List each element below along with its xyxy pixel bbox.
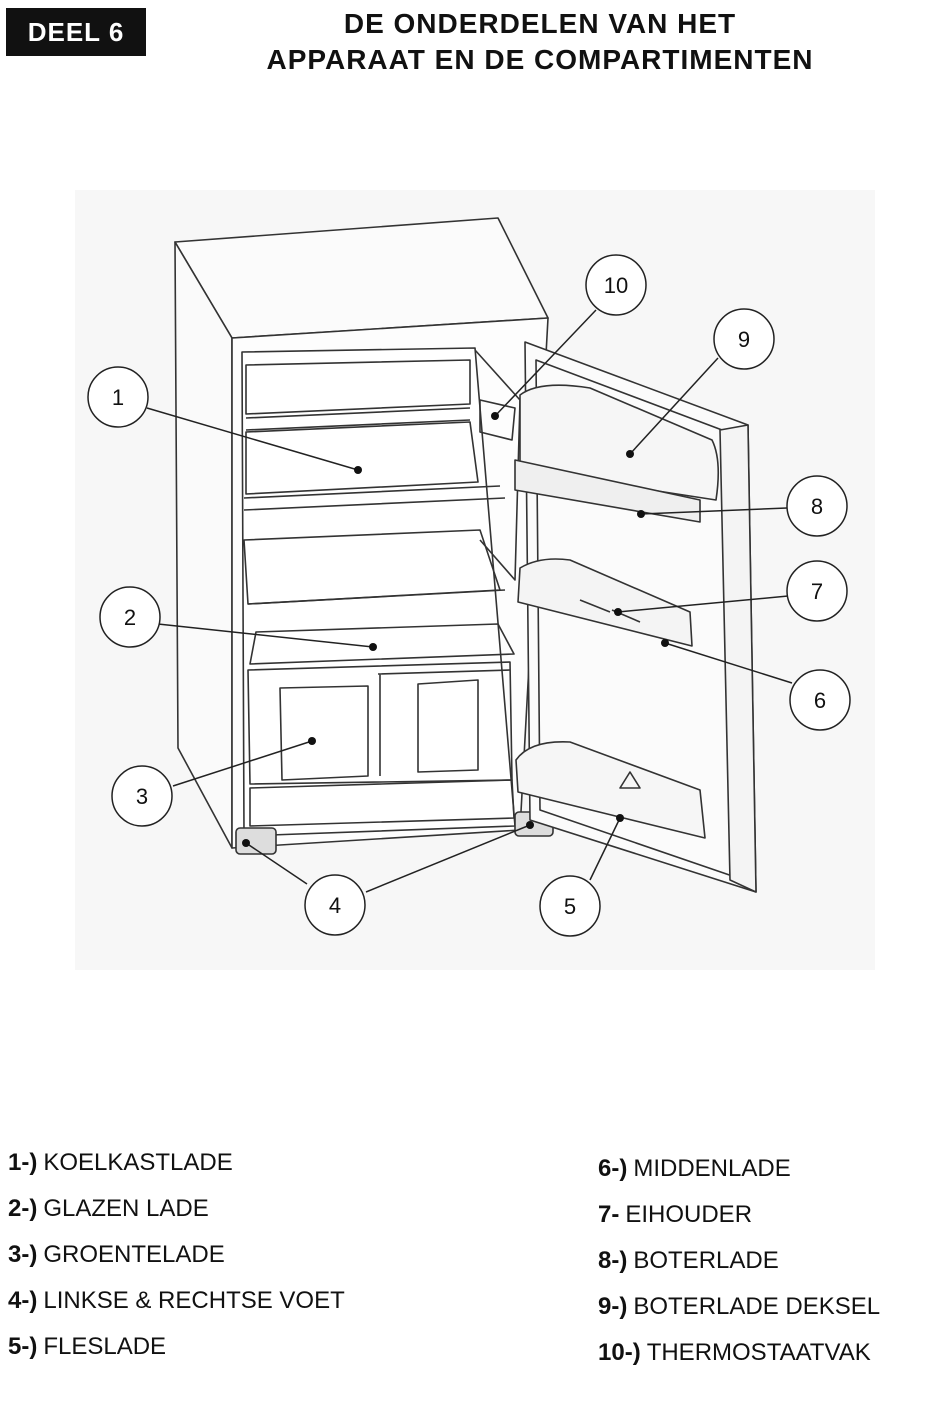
callout-label-3: 3 [136, 784, 148, 809]
legend-item: 1-)KOELKASTLADE [8, 1140, 345, 1186]
legend-label: LINKSE & RECHTSE VOET [43, 1287, 344, 1314]
legend-number: 9-) [598, 1293, 627, 1320]
legend-number: 4-) [8, 1287, 37, 1314]
legend-item: 4-)LINKSE & RECHTSE VOET [8, 1278, 345, 1324]
legend-left: 1-)KOELKASTLADE 2-)GLAZEN LADE 3-)GROENT… [8, 1140, 345, 1370]
page-title-line-1: DE ONDERDELEN VAN HET [210, 6, 870, 42]
legend-item: 5-)FLESLADE [8, 1324, 345, 1370]
legend-label: EIHOUDER [625, 1201, 752, 1228]
fridge-cabinet [175, 218, 553, 854]
legend-number: 3-) [8, 1241, 37, 1268]
callout-label-5: 5 [564, 894, 576, 919]
legend-label: GLAZEN LADE [43, 1195, 208, 1222]
callout-label-4: 4 [329, 893, 341, 918]
legend-number: 5-) [8, 1333, 37, 1360]
legend-item: 10-)THERMOSTAATVAK [598, 1330, 880, 1376]
legend-number: 8-) [598, 1247, 627, 1274]
legend-right: 6-)MIDDENLADE 7-EIHOUDER 8-)BOTERLADE 9-… [598, 1146, 880, 1376]
callout-label-10: 10 [604, 273, 628, 298]
legend-number: 10-) [598, 1339, 641, 1366]
legend-number: 7- [598, 1201, 619, 1228]
callout-label-6: 6 [814, 688, 826, 713]
legend-number: 1-) [8, 1149, 37, 1176]
legend-label: KOELKASTLADE [43, 1149, 232, 1176]
legend-item: 8-)BOTERLADE [598, 1238, 880, 1284]
legend-label: THERMOSTAATVAK [647, 1339, 871, 1366]
legend-number: 2-) [8, 1195, 37, 1222]
callout-label-1: 1 [112, 385, 124, 410]
legend-number: 6-) [598, 1155, 627, 1182]
legend-label: BOTERLADE [633, 1247, 778, 1274]
legend-label: MIDDENLADE [633, 1155, 790, 1182]
legend-item: 9-)BOTERLADE DEKSEL [598, 1284, 880, 1330]
section-badge: DEEL 6 [6, 8, 146, 56]
legend-item: 3-)GROENTELADE [8, 1232, 345, 1278]
page-title: DE ONDERDELEN VAN HET APPARAAT EN DE COM… [210, 6, 870, 78]
legend-label: FLESLADE [43, 1333, 166, 1360]
legend-item: 2-)GLAZEN LADE [8, 1186, 345, 1232]
refrigerator-diagram: 1 2 3 4 5 6 7 8 9 10 [75, 190, 875, 970]
callout-label-7: 7 [811, 579, 823, 604]
legend-label: BOTERLADE DEKSEL [633, 1293, 880, 1320]
callout-label-2: 2 [124, 605, 136, 630]
fridge-door [515, 342, 756, 892]
callout-label-8: 8 [811, 494, 823, 519]
legend-label: GROENTELADE [43, 1241, 224, 1268]
legend-item: 7-EIHOUDER [598, 1192, 880, 1238]
legend-item: 6-)MIDDENLADE [598, 1146, 880, 1192]
page-title-line-2: APPARAAT EN DE COMPARTIMENTEN [210, 42, 870, 78]
callout-label-9: 9 [738, 327, 750, 352]
